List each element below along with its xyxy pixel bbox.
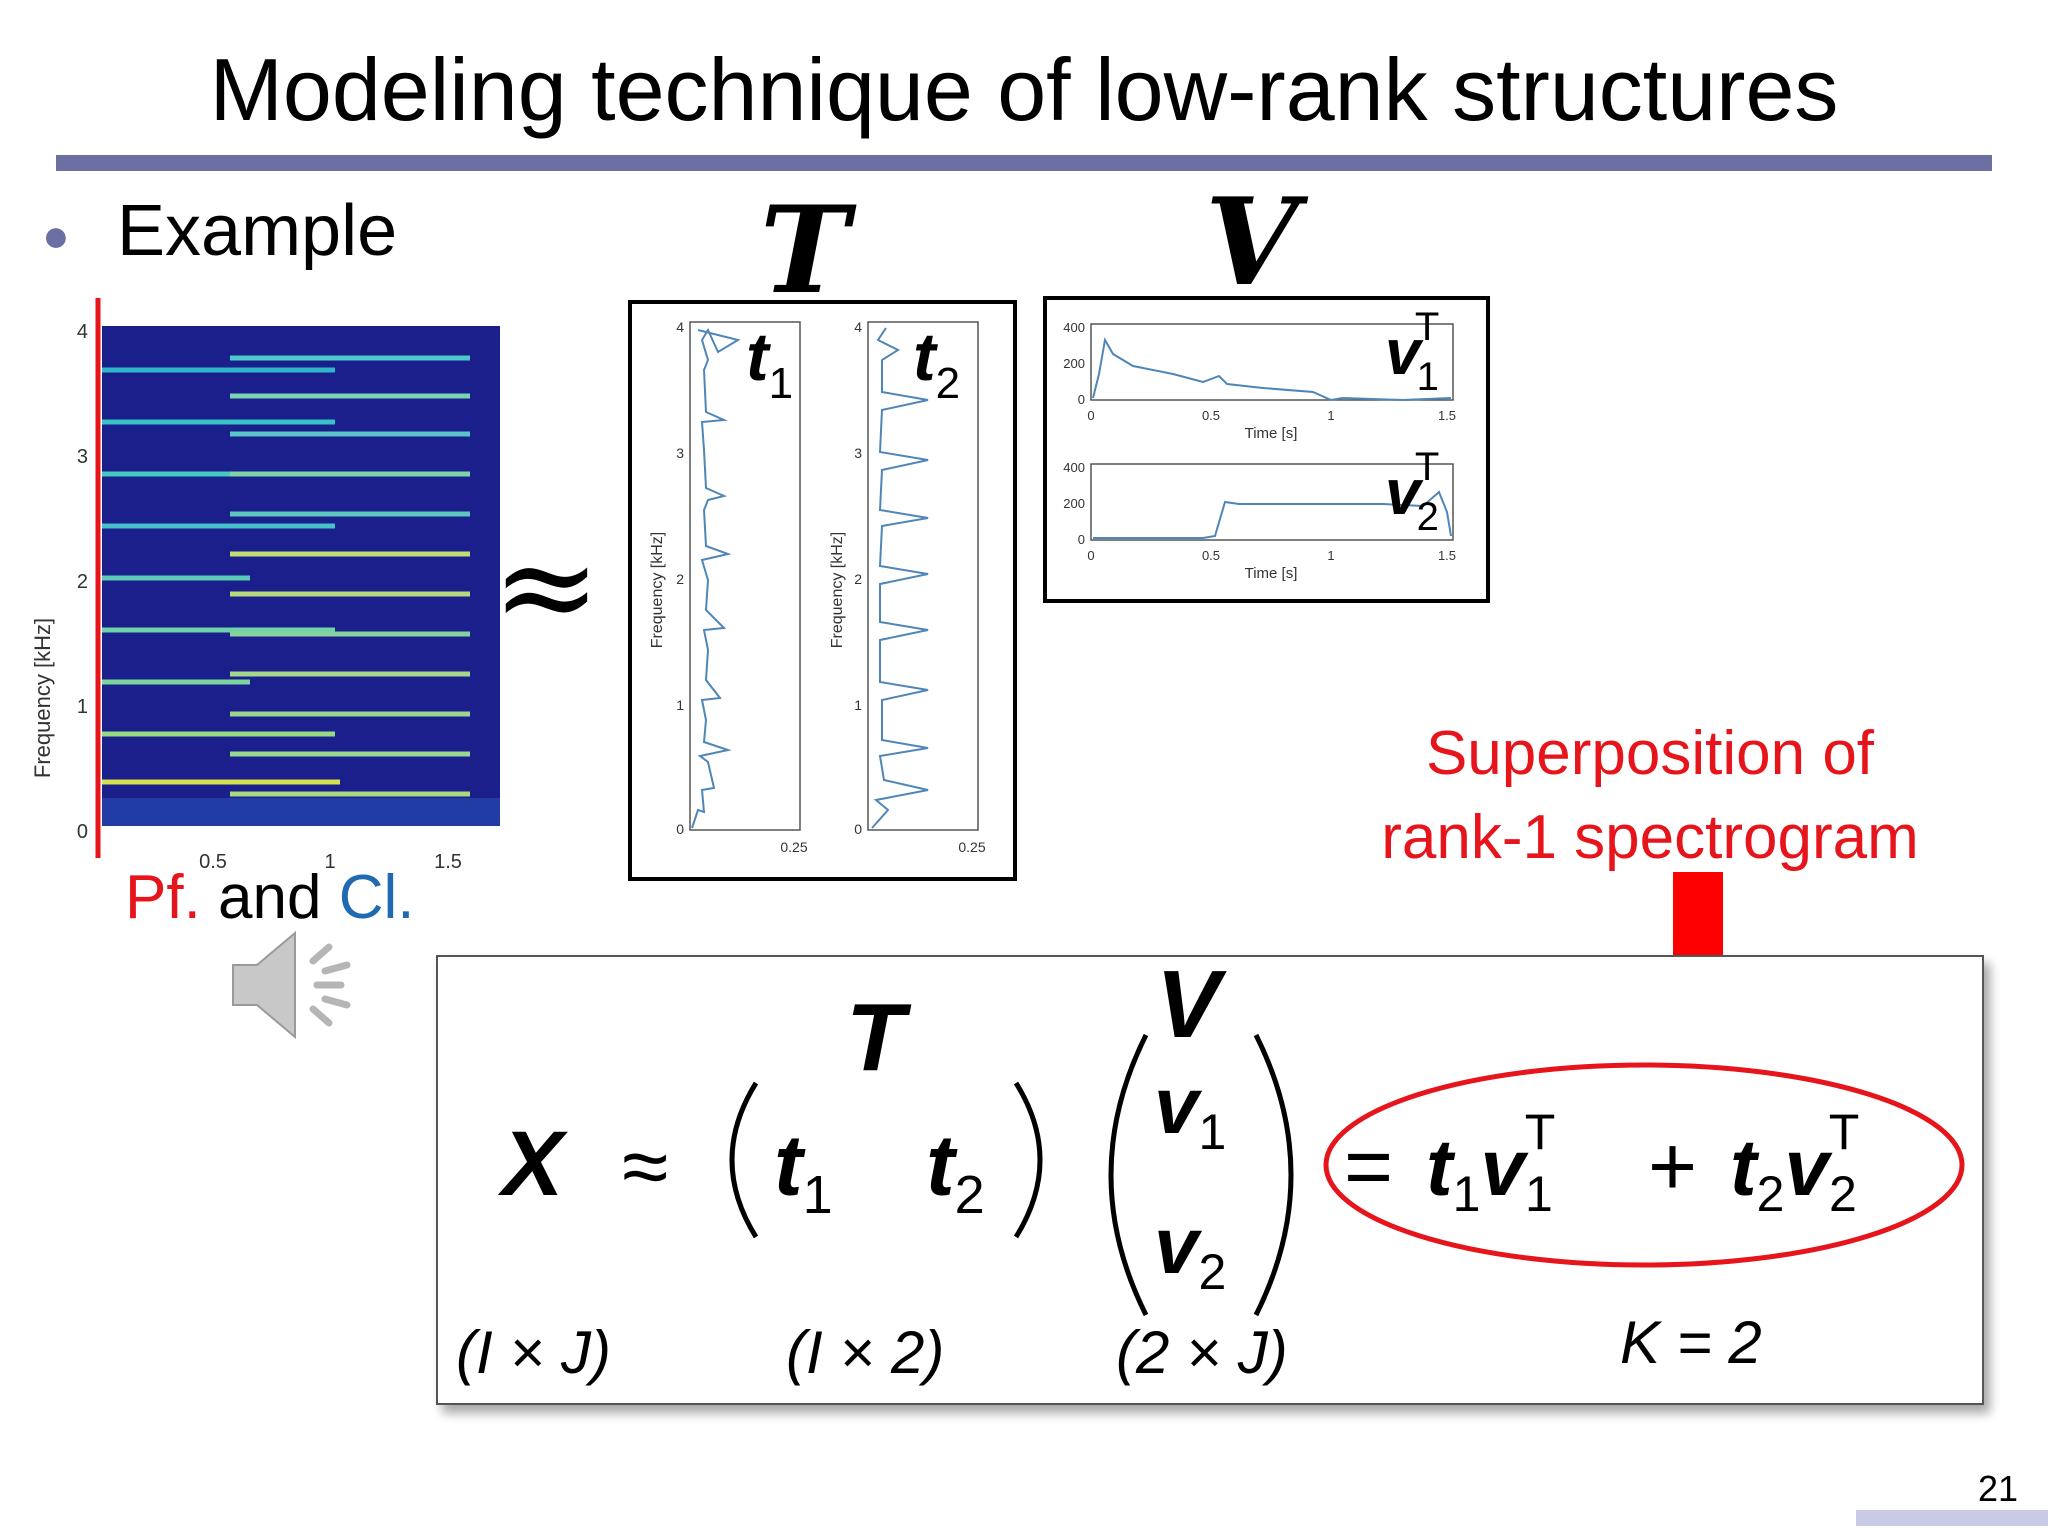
dim-X: (I × J) bbox=[456, 1319, 611, 1386]
formula-t2v2T: t2v2T bbox=[1730, 1104, 1859, 1222]
instrument-caption: Pf. and Cl. bbox=[125, 862, 415, 933]
basis-t2-axes bbox=[867, 321, 979, 831]
spec-ytick: 2 bbox=[77, 571, 88, 593]
activation-v2-curve bbox=[1093, 490, 1452, 539]
svg-text:0.5: 0.5 bbox=[1202, 548, 1220, 563]
svg-text:0.25: 0.25 bbox=[780, 839, 807, 855]
formula-box bbox=[436, 955, 1984, 1405]
paren-left-V bbox=[1108, 1033, 1149, 1317]
activation-v1-curve bbox=[1092, 337, 1452, 402]
basis-t1-curve bbox=[691, 327, 741, 829]
basis-ylabel: Frequency [kHz] bbox=[649, 532, 666, 648]
t1-label: t1 bbox=[746, 319, 793, 408]
title-rule bbox=[56, 155, 1992, 171]
svg-text:2: 2 bbox=[854, 571, 862, 587]
svg-text:0: 0 bbox=[1078, 392, 1085, 407]
spectrogram-figure: Frequency [kHz] 0 1 2 3 4 0.5 1 1.5 bbox=[30, 298, 500, 873]
basis-t2-curve bbox=[871, 327, 929, 829]
formula-v1: v1 bbox=[1154, 1061, 1226, 1160]
caption-pf: Pf. bbox=[125, 863, 201, 932]
svg-text:1: 1 bbox=[1327, 408, 1334, 423]
svg-text:400: 400 bbox=[1063, 460, 1085, 475]
formula-T-label: T bbox=[846, 984, 912, 1091]
spec-ytick: 3 bbox=[77, 446, 88, 468]
svg-text:0: 0 bbox=[1087, 408, 1094, 423]
svg-text:0: 0 bbox=[676, 821, 684, 837]
spectrogram-harmonics bbox=[102, 355, 470, 797]
slide-title: Modeling technique of low-rank structure… bbox=[209, 40, 1839, 139]
caption-and: and bbox=[200, 863, 339, 932]
activation-V-figure: 0 200 400 0 0.5 1 1.5 Time [s] 0 200 400… bbox=[1043, 296, 1490, 603]
svg-text:0: 0 bbox=[1087, 548, 1094, 563]
superposition-annotation: Superposition of rank-1 spectrogram bbox=[1320, 712, 1980, 880]
svg-text:4: 4 bbox=[854, 319, 862, 335]
svg-text:1: 1 bbox=[676, 697, 684, 713]
spec-xtick: 1 bbox=[324, 851, 335, 873]
activation-v2-axes bbox=[1090, 463, 1454, 541]
svg-text:400: 400 bbox=[1063, 320, 1085, 335]
svg-text:1: 1 bbox=[1327, 548, 1334, 563]
activation-v1-axes bbox=[1090, 323, 1454, 401]
basis-T-figure: Frequency [kHz] 0 1 2 3 4 0.25 Frequency… bbox=[628, 300, 1017, 881]
dim-T: (I × 2) bbox=[786, 1319, 944, 1386]
v2T-label: v2T bbox=[1385, 445, 1439, 539]
basis-t1-axes bbox=[689, 321, 801, 831]
svg-text:4: 4 bbox=[676, 319, 684, 335]
annotation-line-2: rank-1 spectrogram bbox=[1381, 803, 1919, 872]
formula-X: X bbox=[497, 1113, 568, 1215]
bullet-dot: ● bbox=[42, 209, 70, 261]
spec-ytick: 4 bbox=[77, 321, 88, 343]
formula-t2: t2 bbox=[926, 1118, 985, 1225]
spec-xtick: 1.5 bbox=[434, 851, 462, 873]
formula-figure: T V X ≈ t1 t2 v1 v2 = t1v1T + t2v2T (I ×… bbox=[456, 955, 1965, 1386]
speaker-icon[interactable] bbox=[225, 925, 365, 1045]
svg-text:1.5: 1.5 bbox=[1438, 408, 1456, 423]
svg-text:3: 3 bbox=[854, 445, 862, 461]
dim-V: (2 × J) bbox=[1116, 1319, 1288, 1386]
svg-text:0.5: 0.5 bbox=[1202, 408, 1220, 423]
page-number: 21 bbox=[1978, 1468, 2019, 1509]
paren-left-T bbox=[729, 1081, 759, 1239]
matrix-T-label: T bbox=[760, 180, 850, 321]
svg-text:3: 3 bbox=[676, 445, 684, 461]
annotation-line-1: Superposition of bbox=[1425, 719, 1875, 788]
approx-symbol: ≈ bbox=[492, 510, 601, 662]
formula-V-label: V bbox=[1156, 955, 1227, 1058]
svg-text:Time [s]: Time [s] bbox=[1245, 565, 1298, 582]
formula-v2: v2 bbox=[1154, 1201, 1226, 1300]
paren-right-V bbox=[1253, 1033, 1294, 1317]
formula-t1v1T: t1v1T bbox=[1426, 1104, 1555, 1222]
svg-text:200: 200 bbox=[1063, 356, 1085, 371]
formula-approx: ≈ bbox=[622, 1119, 668, 1213]
spec-ytick: 0 bbox=[77, 821, 88, 843]
svg-text:0: 0 bbox=[854, 821, 862, 837]
svg-text:0.25: 0.25 bbox=[958, 839, 985, 855]
paren-right-T bbox=[1013, 1081, 1043, 1239]
v1T-label: v1T bbox=[1385, 305, 1439, 399]
t2-label: t2 bbox=[913, 319, 960, 408]
matrix-V-label: V bbox=[1205, 172, 1299, 313]
svg-text:200: 200 bbox=[1063, 496, 1085, 511]
svg-text:1.5: 1.5 bbox=[1438, 548, 1456, 563]
svg-text:Frequency [kHz]: Frequency [kHz] bbox=[829, 532, 846, 648]
spectrogram-ylabel: Frequency [kHz] bbox=[30, 618, 55, 778]
page-bar bbox=[1856, 1510, 2048, 1526]
formula-t1: t1 bbox=[774, 1118, 833, 1225]
highlight-ellipse bbox=[1323, 1062, 1965, 1268]
spec-ytick: 1 bbox=[77, 696, 88, 718]
caption-cl: Cl. bbox=[338, 863, 415, 932]
rank-K: K = 2 bbox=[1620, 1309, 1762, 1376]
svg-text:2: 2 bbox=[676, 571, 684, 587]
svg-text:0: 0 bbox=[1078, 532, 1085, 547]
formula-plus: + bbox=[1648, 1119, 1697, 1213]
spec-xtick: 0.5 bbox=[199, 851, 227, 873]
formula-equals: = bbox=[1344, 1119, 1393, 1213]
svg-text:Time [s]: Time [s] bbox=[1245, 425, 1298, 442]
svg-text:1: 1 bbox=[854, 697, 862, 713]
bullet-text: Example bbox=[117, 191, 398, 271]
